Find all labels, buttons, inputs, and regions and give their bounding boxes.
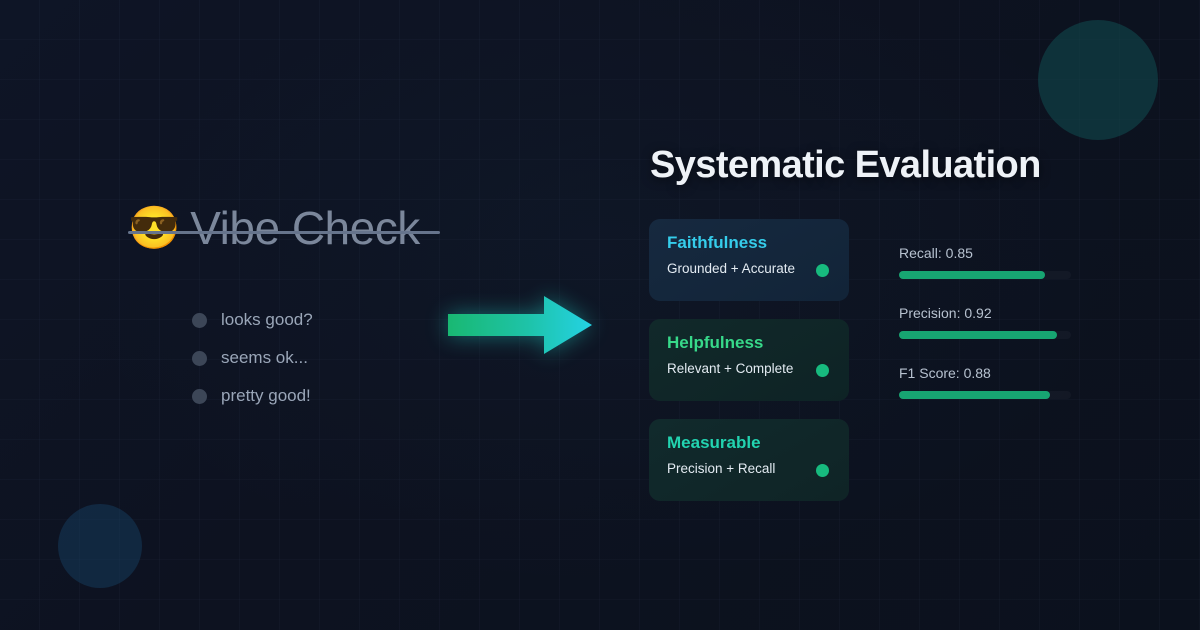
- card-subtitle: Precision + Recall: [667, 461, 776, 476]
- list-item-label: looks good?: [221, 310, 313, 329]
- list-item-label: pretty good!: [221, 386, 311, 405]
- vibe-check-heading: Vibe Check: [190, 202, 420, 254]
- metric-label: F1 Score: 0.88: [899, 365, 991, 381]
- list-item: pretty good!: [192, 386, 313, 406]
- card-faithfulness[interactable]: Faithfulness Grounded + Accurate: [649, 219, 849, 301]
- metric-row: Recall: 0.85: [899, 245, 1079, 279]
- metric-row: Precision: 0.92: [899, 305, 1079, 339]
- vibe-check-heading-group: 😎 Vibe Check: [128, 202, 420, 254]
- status-dot-icon: [816, 464, 829, 477]
- card-title: Faithfulness: [667, 233, 768, 252]
- strikethrough-line: [128, 231, 440, 234]
- metric-bar-track: [899, 271, 1071, 279]
- vibe-check-list: looks good? seems ok... pretty good!: [192, 310, 313, 406]
- card-subtitle: Relevant + Complete: [667, 361, 794, 376]
- metric-bar-track: [899, 331, 1071, 339]
- list-item-label: seems ok...: [221, 348, 308, 367]
- bottom-left-circle-decoration: [58, 504, 142, 588]
- page-title: Systematic Evaluation: [650, 144, 1041, 186]
- criteria-card-list: Faithfulness Grounded + Accurate Helpful…: [649, 219, 849, 501]
- right-arrow-icon: [448, 296, 592, 354]
- metric-bar-fill: [899, 331, 1058, 339]
- status-dot-icon: [816, 364, 829, 377]
- metric-row: F1 Score: 0.88: [899, 365, 1079, 399]
- metric-label: Precision: 0.92: [899, 305, 992, 321]
- list-item: looks good?: [192, 310, 313, 330]
- systematic-evaluation-panel: Systematic Evaluation Faithfulness Groun…: [600, 0, 1200, 630]
- sunglasses-emoji-icon: 😎: [128, 204, 181, 252]
- bullet-dot-icon: [192, 350, 207, 366]
- metric-bar-fill: [899, 271, 1046, 279]
- card-helpfulness[interactable]: Helpfulness Relevant + Complete: [649, 319, 849, 401]
- card-title: Helpfulness: [667, 333, 764, 352]
- metric-bar-fill: [899, 391, 1051, 399]
- card-title: Measurable: [667, 433, 761, 452]
- status-dot-icon: [816, 264, 829, 277]
- metric-bar-track: [899, 391, 1071, 399]
- card-measurable[interactable]: Measurable Precision + Recall: [649, 419, 849, 501]
- bullet-dot-icon: [192, 312, 207, 328]
- list-item: seems ok...: [192, 348, 313, 368]
- vibe-check-panel: 😎 Vibe Check looks good? seems ok... pre…: [128, 202, 440, 406]
- top-right-circle-decoration: [1038, 20, 1158, 140]
- bullet-dot-icon: [192, 388, 207, 404]
- card-subtitle: Grounded + Accurate: [667, 261, 795, 276]
- metric-label: Recall: 0.85: [899, 245, 973, 261]
